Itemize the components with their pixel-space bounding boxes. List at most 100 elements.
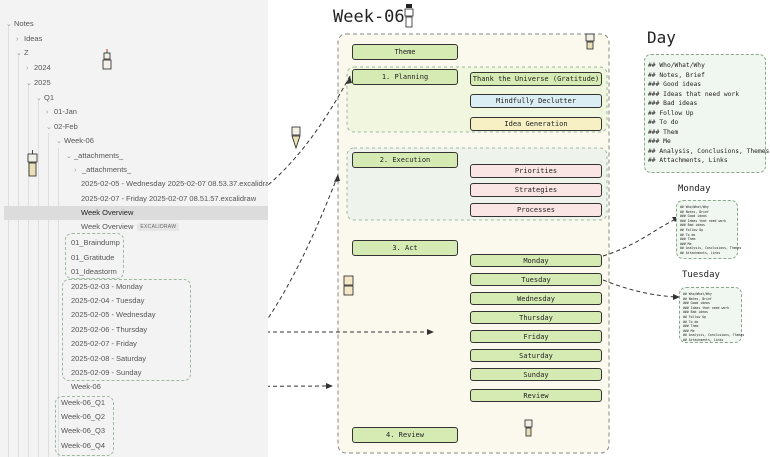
file-type-badge: EXCALIDRAW	[137, 223, 180, 232]
template-line: ## Notes, Brief	[683, 296, 712, 301]
tree-item-01-jan[interactable]: › 01-Jan	[46, 105, 77, 119]
tree-label: Notes	[14, 19, 34, 28]
tree-label: 2025-02-05 - Wednesday 2025-02-07 08.53.…	[81, 179, 268, 188]
tuesday-card[interactable]: ## Who/What/Why## Notes, Brief### Good i…	[679, 287, 745, 343]
template-line: ### Them	[680, 237, 696, 242]
chevron-right-icon: ›	[26, 65, 29, 72]
tree-item-sunday-note[interactable]: 2025-02-09 - Sunday	[71, 366, 141, 380]
chevron-down-icon: ⌄	[16, 50, 22, 57]
tree-label: Z	[24, 48, 29, 57]
tree-item-z[interactable]: ⌄Z	[16, 46, 29, 60]
tree-item-q1[interactable]: ⌄Q1	[36, 91, 54, 105]
tree-guide	[38, 100, 39, 457]
tree-item-attachments[interactable]: ⌄_attachments_	[66, 149, 123, 163]
template-line: ## Attachments, Links	[683, 337, 724, 342]
monday-card-lines: ## Who/What/Why## Notes, Brief### Good i…	[680, 205, 741, 256]
day-box-wednesday[interactable]: Wednesday	[470, 292, 602, 305]
tree-item-2024[interactable]: ›2024	[26, 61, 51, 75]
tree-label: 01_Braindump	[71, 238, 120, 247]
tree-item-saturday-note[interactable]: 2025-02-08 - Saturday	[71, 352, 146, 366]
priorities-box[interactable]: Priorities	[470, 164, 602, 178]
monday-card-title: Monday	[678, 184, 711, 194]
tree-label: 2025	[34, 78, 51, 87]
chevron-down-icon: ⌄	[36, 95, 42, 102]
tree-item-week-06-q2[interactable]: Week-06_Q2	[61, 410, 105, 424]
gratitude-box[interactable]: Thank the Universe (Gratitude)	[470, 72, 602, 86]
day-box-sunday[interactable]: Sunday	[470, 368, 602, 381]
tree-label: 2025-02-04 - Tuesday	[71, 296, 145, 305]
tree-item-ideas[interactable]: ›Ideas	[16, 32, 42, 46]
tree-item-notes[interactable]: ⌄Notes	[6, 17, 34, 31]
planning-box[interactable]: 1. Planning	[352, 69, 458, 85]
day-box-thursday[interactable]: Thursday	[470, 311, 602, 324]
tree-item-week-06-folder[interactable]: ⌄Week-06	[56, 134, 94, 148]
tree-item-excalidraw-file[interactable]: 2025-02-05 - Wednesday 2025-02-07 08.53.…	[81, 177, 268, 191]
processes-box[interactable]: Processes	[470, 203, 602, 217]
tree-label: 2025-02-07 - Friday	[71, 339, 137, 348]
template-line: ### Ideas that need work	[680, 218, 727, 223]
act-box[interactable]: 3. Act	[352, 240, 458, 256]
day-box-tuesday[interactable]: Tuesday	[470, 273, 602, 286]
template-line: ## Analysis, Conclusions, Themes	[648, 147, 770, 155]
idea-generation-box[interactable]: Idea Generation	[470, 117, 602, 131]
template-line: ### Them	[648, 128, 679, 136]
template-line: ### Them	[683, 324, 699, 329]
template-line: ## Who/What/Why	[680, 205, 709, 209]
declutter-box[interactable]: Mindfully Declutter	[470, 94, 602, 108]
day-template-title: Day	[647, 28, 676, 47]
template-line: ## Analysis, Conclusions, Themes	[683, 333, 745, 338]
template-line: ## Who/What/Why	[648, 62, 705, 69]
day-box-friday[interactable]: Friday	[470, 330, 602, 343]
tree-item-week-overview-selected[interactable]: Week Overview	[4, 206, 268, 220]
tree-item-excalidraw-file[interactable]: 2025-02-07 - Friday 2025-02-07 08.51.57.…	[81, 192, 256, 206]
review-box[interactable]: 4. Review	[352, 427, 458, 443]
tree-item-02-feb[interactable]: ⌄02-Feb	[46, 120, 78, 134]
tree-item-week-06-q3[interactable]: Week-06_Q3	[61, 424, 105, 438]
strategies-box[interactable]: Strategies	[470, 183, 602, 197]
day-box-saturday[interactable]: Saturday	[470, 349, 602, 362]
tree-item-wednesday-note[interactable]: 2025-02-05 - Wednesday	[71, 308, 156, 322]
day-box-monday[interactable]: Monday	[470, 254, 602, 267]
robot-doodle-icon	[27, 150, 38, 177]
robot-doodle-icon	[102, 49, 112, 70]
chevron-right-icon: ›	[46, 109, 49, 116]
template-line: ## Notes, Brief	[680, 209, 709, 214]
tree-item-gratitude[interactable]: 01_Gratitude	[71, 251, 114, 265]
tree-item-2025[interactable]: ⌄2025	[26, 76, 51, 90]
tree-guide	[28, 84, 29, 457]
tree-item-week-06-q1[interactable]: Week-06_Q1	[61, 396, 105, 410]
template-line: ### Good ideas	[680, 214, 707, 219]
theme-box[interactable]: Theme	[352, 44, 458, 60]
tuesday-card-title: Tuesday	[682, 270, 720, 280]
tree-label: Week-06	[64, 136, 94, 145]
chevron-down-icon: ⌄	[66, 153, 72, 160]
chevron-down-icon: ⌄	[6, 21, 12, 28]
tree-item-monday-note[interactable]: 2025-02-03 - Monday	[71, 280, 143, 294]
day-box-review[interactable]: Review	[470, 389, 602, 402]
chevron-down-icon: ⌄	[46, 124, 52, 131]
chevron-right-icon: ›	[74, 167, 77, 174]
template-line: ### Me	[683, 328, 695, 333]
tree-label: 2025-02-09 - Sunday	[71, 368, 142, 377]
tree-item-ideastorm[interactable]: 01_Ideastorm	[71, 265, 117, 279]
tree-label: 2025-02-03 - Monday	[71, 282, 143, 291]
execution-box[interactable]: 2. Execution	[352, 152, 458, 168]
template-line: ## Follow Up	[683, 314, 707, 319]
tree-item-week-06-q4[interactable]: Week-06_Q4	[61, 439, 105, 453]
tree-item-attachments-sub[interactable]: ›_attachments_	[74, 163, 131, 177]
tree-item-tuesday-note[interactable]: 2025-02-04 - Tuesday	[71, 294, 144, 308]
tree-item-thursday-note[interactable]: 2025-02-06 - Thursday	[71, 323, 147, 337]
tree-label: 01-Jan	[54, 107, 77, 116]
tree-item-week-06-note[interactable]: Week-06	[71, 380, 101, 394]
chevron-down-icon: ⌄	[56, 138, 62, 145]
tree-label: 2025-02-06 - Thursday	[71, 325, 148, 334]
excalidraw-canvas[interactable]: Week-06 Theme 1. Planning Thank the Univ…	[268, 0, 770, 457]
tree-item-braindump[interactable]: 01_Braindump	[71, 236, 120, 250]
template-line: ### Ideas that need work	[683, 305, 730, 310]
monday-card[interactable]: ## Who/What/Why## Notes, Brief### Good i…	[676, 200, 741, 259]
template-line: ## To do	[683, 319, 699, 324]
tree-item-friday-note[interactable]: 2025-02-07 - Friday	[71, 337, 137, 351]
tree-label: 01_Gratitude	[71, 253, 115, 262]
day-template-card[interactable]: ## Who/What/Why## Notes, Brief### Good i…	[644, 54, 770, 173]
